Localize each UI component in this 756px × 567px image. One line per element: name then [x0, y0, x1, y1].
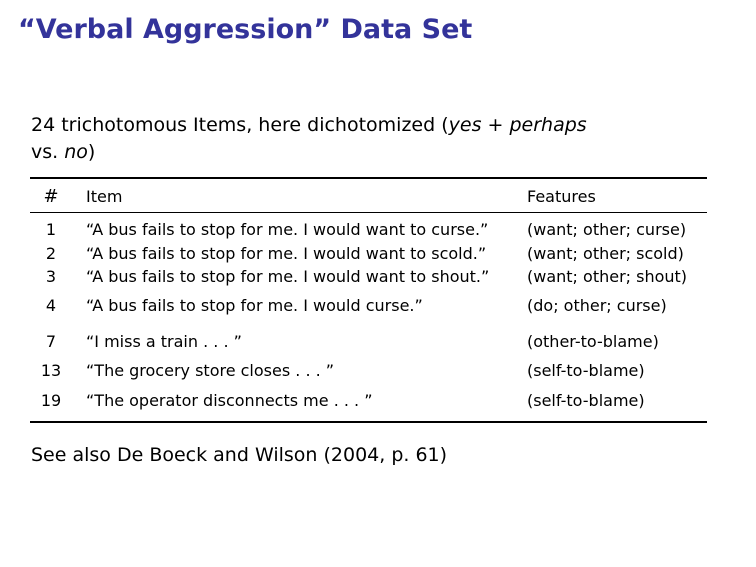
intro-line2-text: vs.: [31, 141, 65, 163]
row-features: (want; other; curse): [527, 220, 687, 239]
header-num: #: [43, 186, 59, 207]
row-num: 3: [45, 267, 57, 286]
intro-line1-text: 24 trichotomous Items, here dichotomized…: [31, 114, 449, 136]
intro-perhaps: perhaps: [509, 114, 587, 136]
row-num: 19: [40, 391, 62, 410]
row-item: “A bus fails to stop for me. I would cur…: [86, 296, 423, 315]
intro-yes: yes: [448, 114, 482, 136]
row-num: 4: [45, 296, 57, 315]
row-features: (self-to-blame): [527, 361, 645, 380]
row-num: 7: [45, 332, 57, 351]
intro-no: no: [64, 141, 88, 163]
row-num: 2: [45, 244, 57, 263]
row-item: “The operator disconnects me . . . ”: [86, 391, 373, 410]
header-item: Item: [86, 187, 123, 206]
table-top-rule: [30, 177, 707, 179]
table-header-rule: [30, 212, 707, 213]
intro-plus: +: [481, 114, 510, 136]
row-item: “A bus fails to stop for me. I would wan…: [86, 244, 487, 263]
row-item: “I miss a train . . . ”: [86, 332, 242, 351]
row-features: (other-to-blame): [527, 332, 659, 351]
row-item: “A bus fails to stop for me. I would wan…: [86, 220, 489, 239]
row-item: “The grocery store closes . . . ”: [86, 361, 335, 380]
intro-line2-end: ): [87, 141, 96, 163]
intro-text: 24 trichotomous Items, here dichotomized…: [31, 112, 601, 166]
row-features: (want; other; shout): [527, 267, 688, 286]
row-item: “A bus fails to stop for me. I would wan…: [86, 267, 490, 286]
header-features: Features: [527, 187, 596, 206]
table-bottom-rule: [30, 421, 707, 423]
slide-title: “Verbal Aggression” Data Set: [18, 14, 473, 45]
row-features: (want; other; scold): [527, 244, 684, 263]
row-features: (do; other; curse): [527, 296, 667, 315]
row-features: (self-to-blame): [527, 391, 645, 410]
reference-note: See also De Boeck and Wilson (2004, p. 6…: [31, 444, 448, 466]
row-num: 13: [40, 361, 62, 380]
row-num: 1: [45, 220, 57, 239]
